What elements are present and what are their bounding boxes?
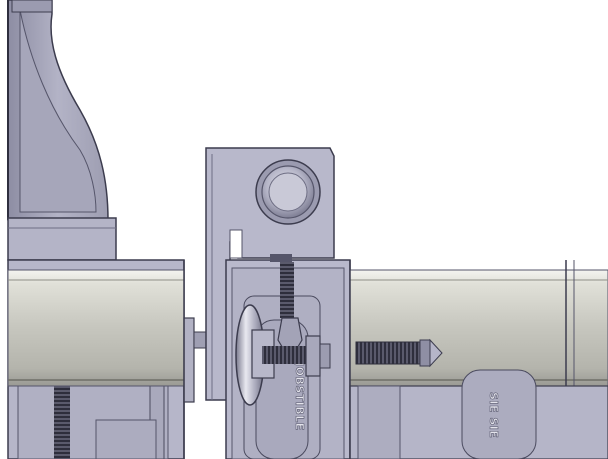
column-base [7, 217, 117, 261]
vertical-adjust-screw [280, 262, 294, 318]
right-rail [349, 260, 608, 459]
right-housing [349, 369, 608, 459]
engraving-left: JOBSTIBLE [293, 361, 306, 431]
horizontal-lead-screw [355, 338, 443, 368]
pivot-knob [255, 159, 321, 225]
upright-column [7, 0, 109, 221]
hand-wheel [235, 304, 331, 406]
left-rail [7, 269, 185, 387]
engraving-right: SIE SIE [487, 392, 500, 438]
vertical-lead-screw [54, 384, 70, 459]
hex-nut [305, 335, 321, 377]
shaft-collar [183, 317, 209, 403]
